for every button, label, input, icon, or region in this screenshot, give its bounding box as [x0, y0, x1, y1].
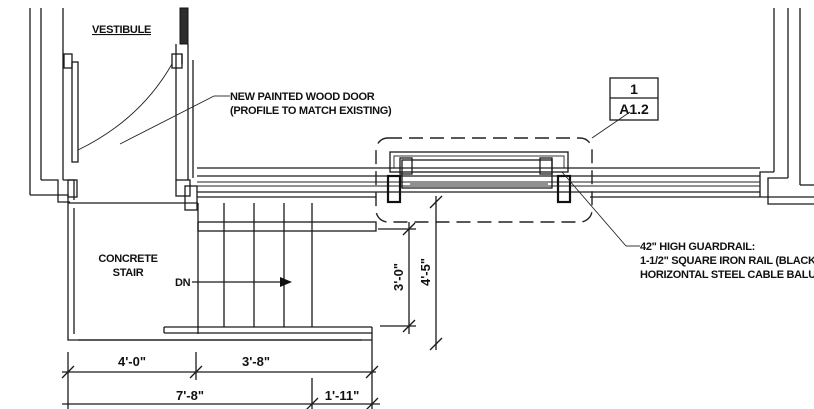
- left-wall: [29, 8, 78, 212]
- guardrail-detail: [386, 151, 572, 204]
- horizontal-dimension-lines: [61, 340, 380, 409]
- door-note-line1: NEW PAINTED WOOD DOOR: [230, 91, 375, 103]
- section-tag-sheet[interactable]: A1.2: [619, 101, 649, 117]
- right-wall: [759, 8, 814, 205]
- stair-label-line2: STAIR: [113, 267, 144, 279]
- guardrail-note-line1: 42" HIGH GUARDRAIL:: [640, 241, 755, 253]
- stair-outline: [67, 202, 377, 341]
- dim-extension: 1'-11": [325, 388, 360, 403]
- center-wall: [175, 7, 198, 211]
- down-direction-arrow: [192, 277, 292, 287]
- direction-label: DN: [175, 277, 191, 289]
- dim-stair-overall: 4'-5": [418, 258, 433, 286]
- vestibule-door: [63, 53, 183, 163]
- guardrail-note-line3: HORIZONTAL STEEL CABLE BALUST: [640, 269, 814, 281]
- stair-label-line1: CONCRETE: [98, 253, 157, 265]
- guardrail-note-line2: 1-1/2" SQUARE IRON RAIL (BLACK) W: [640, 255, 814, 267]
- dim-landing: 4'-0": [118, 354, 146, 369]
- door-note-leader: [119, 95, 215, 145]
- vertical-dimension-lines: [378, 195, 443, 351]
- guardrail-run: [197, 167, 760, 198]
- door-note-line2: (PROFILE TO MATCH EXISTING): [230, 105, 392, 117]
- dim-stair-run: 3'-0": [391, 263, 406, 291]
- section-tag-number[interactable]: 1: [630, 81, 638, 97]
- guardrail-note-leader: [561, 171, 627, 247]
- room-label: VESTIBULE: [92, 24, 151, 36]
- dim-treads: 3'-8": [242, 354, 270, 369]
- section-tag[interactable]: [609, 77, 659, 121]
- detail-callout-region: [375, 111, 631, 223]
- dim-total: 7'-8": [176, 388, 204, 403]
